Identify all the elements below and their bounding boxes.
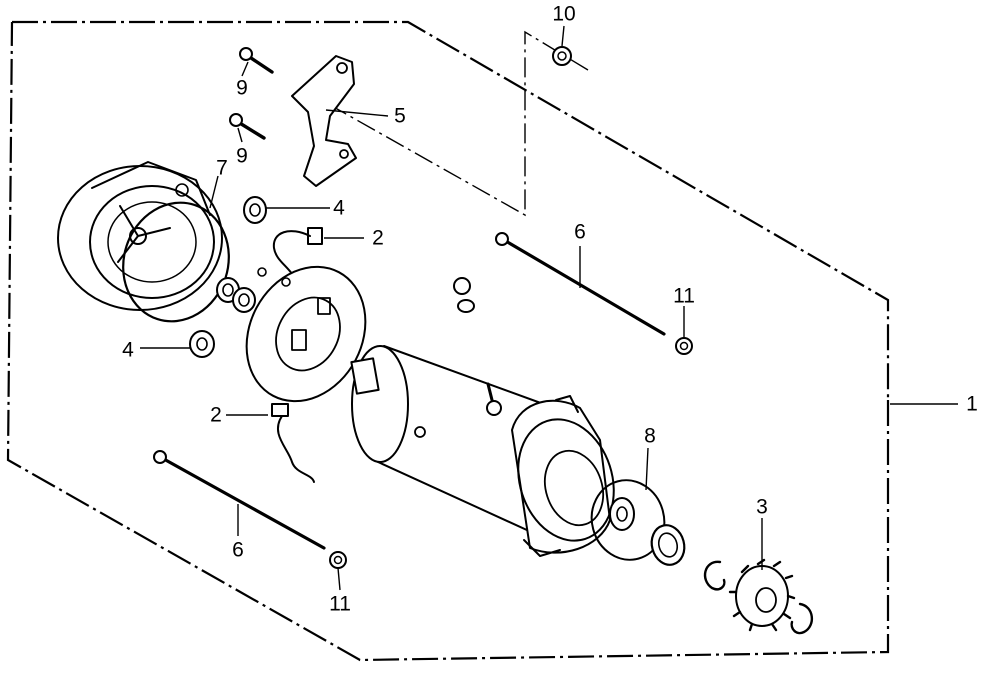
washers [216,267,267,313]
brush-holder-plate [245,265,367,403]
assembly-frame [6,20,890,662]
terminal-nuts [453,277,475,313]
nut-11-upper [675,337,693,355]
bolt-lower [229,113,266,140]
callout-11-lower: 11 [329,592,351,616]
snap-ring-right [790,602,813,635]
callout-9-upper: 9 [236,76,248,100]
nut-10 [552,46,572,66]
rear-cover [57,161,223,311]
pinion-shaft [609,497,635,531]
through-bolt-upper [495,232,666,336]
seal-ring [650,524,686,566]
callout-2-upper: 2 [372,226,384,250]
leader-lines [140,25,958,591]
callout-2-lower: 2 [210,403,222,427]
callout-1: 1 [966,392,978,416]
callout-4-lower: 4 [122,338,134,362]
nut-11-lower [329,551,347,569]
o-ring-front [590,479,666,561]
callout-3: 3 [756,495,768,519]
callout-10: 10 [552,2,576,26]
callout-6-lower: 6 [232,538,244,562]
bolt-upper [239,47,274,74]
brush-spring-lower [189,330,215,358]
callout-5: 5 [394,104,406,128]
callout-9-lower: 9 [236,144,248,168]
callout-7: 7 [216,156,228,180]
brush-spring-upper [243,196,267,224]
brush-upper [272,227,323,283]
pinion-gear [728,558,796,632]
snap-ring-left [703,560,726,591]
through-bolt-lower [153,450,326,550]
motor-yoke [350,345,561,537]
callout-4-upper: 4 [333,196,345,220]
front-housing [511,395,615,557]
callout-11-upper: 11 [673,284,695,308]
callout-6-upper: 6 [574,220,586,244]
callout-8: 8 [644,424,656,448]
brush-lower [271,403,315,483]
bracket [291,55,357,187]
